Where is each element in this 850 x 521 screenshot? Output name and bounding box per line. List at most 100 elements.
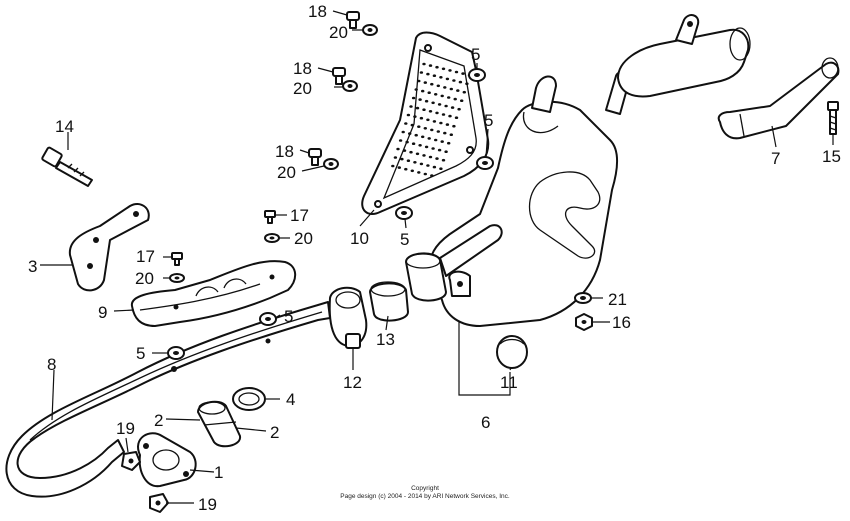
muffler-clamp[interactable] bbox=[328, 286, 368, 349]
perforation-hole bbox=[439, 167, 443, 170]
perforation-hole bbox=[423, 127, 427, 130]
nut-5-top[interactable] bbox=[468, 68, 486, 82]
callout-20d: 20 bbox=[294, 229, 313, 248]
flange-nut-upper[interactable] bbox=[121, 451, 141, 471]
callout-20a: 20 bbox=[329, 23, 348, 42]
muffler-cap[interactable] bbox=[496, 335, 528, 369]
nut-5-shield[interactable] bbox=[395, 206, 413, 220]
nut-5-protector[interactable] bbox=[259, 312, 277, 326]
tail-pipe-bolt[interactable] bbox=[827, 101, 839, 135]
callout-19b: 19 bbox=[198, 495, 217, 514]
perforation-hole bbox=[432, 74, 437, 77]
perforation-hole bbox=[411, 96, 416, 100]
exhaust-gasket[interactable] bbox=[232, 387, 266, 411]
callout-19a: 19 bbox=[116, 419, 135, 438]
washer-protector-upper[interactable] bbox=[264, 233, 280, 243]
washer-protector-lower[interactable] bbox=[169, 273, 185, 283]
perforation-hole bbox=[424, 145, 429, 149]
protector-bolt-upper[interactable] bbox=[264, 210, 276, 224]
perforation-hole bbox=[448, 114, 452, 118]
perforation-hole bbox=[417, 125, 421, 128]
perforation-hole bbox=[398, 139, 403, 142]
exhaust-bracket[interactable] bbox=[68, 202, 150, 292]
perforation-hole bbox=[391, 164, 395, 168]
perforation-hole bbox=[452, 79, 456, 82]
callout-2a: 2 bbox=[154, 411, 163, 430]
callout-13: 13 bbox=[376, 330, 395, 349]
callout-20e: 20 bbox=[135, 269, 154, 288]
copyright-footer: Copyright Page design (c) 2004 - 2014 by… bbox=[340, 485, 510, 500]
perforation-hole bbox=[444, 104, 448, 108]
nut-16[interactable] bbox=[575, 313, 593, 331]
muffler-joint[interactable] bbox=[369, 281, 409, 322]
perforation-hole bbox=[402, 149, 407, 152]
washer-top[interactable] bbox=[362, 24, 378, 36]
perforation-hole bbox=[428, 110, 433, 113]
perforation-hole bbox=[427, 91, 431, 94]
perforation-hole bbox=[462, 90, 466, 94]
washer-21[interactable] bbox=[574, 292, 592, 304]
perforation-hole bbox=[409, 105, 413, 108]
perforation-hole bbox=[456, 89, 460, 92]
nut-5-pipe[interactable] bbox=[167, 346, 185, 360]
perforation-hole bbox=[396, 147, 400, 151]
perforation-hole bbox=[460, 99, 464, 102]
pipe-collars[interactable] bbox=[197, 400, 242, 448]
perforation-hole bbox=[404, 167, 408, 171]
callout-9: 9 bbox=[98, 303, 107, 322]
shield-bolt-mid[interactable] bbox=[332, 67, 346, 85]
bracket-bolt[interactable] bbox=[41, 146, 93, 187]
perforation-hole bbox=[435, 157, 439, 160]
perforation-hole bbox=[413, 161, 417, 164]
callout-7: 7 bbox=[771, 149, 780, 168]
callout-15: 15 bbox=[822, 147, 841, 166]
callout-16: 16 bbox=[612, 313, 631, 332]
exhaust-flange[interactable] bbox=[137, 432, 197, 488]
flange-nut-lower[interactable] bbox=[149, 493, 169, 513]
washer-mid[interactable] bbox=[342, 80, 358, 92]
callout-20b: 20 bbox=[293, 79, 312, 98]
perforation-hole bbox=[448, 69, 452, 72]
perforation-hole bbox=[421, 89, 425, 93]
perforation-hole bbox=[454, 70, 459, 74]
nut-5-right[interactable] bbox=[476, 156, 494, 170]
callout-5a: 5 bbox=[471, 45, 480, 64]
shield-bolt-low[interactable] bbox=[308, 148, 322, 166]
perforation-hole bbox=[419, 116, 424, 120]
callout-2b: 2 bbox=[270, 423, 279, 442]
perforation-hole bbox=[426, 118, 430, 122]
perforation-hole bbox=[418, 98, 422, 101]
callout-18b: 18 bbox=[293, 59, 312, 78]
perforation-hole bbox=[417, 79, 421, 83]
perforation-hole bbox=[426, 164, 430, 167]
callout-18c: 18 bbox=[275, 142, 294, 161]
protector-bolt-lower[interactable] bbox=[171, 252, 183, 266]
exhaust-pipe[interactable] bbox=[5, 301, 331, 498]
callout-3: 3 bbox=[28, 257, 37, 276]
callout-21: 21 bbox=[608, 290, 627, 309]
callout-labels: 1 2 2 3 4 5 5 5 5 5 6 7 8 9 10 11 12 13 … bbox=[28, 2, 841, 514]
perforation-hole bbox=[410, 169, 414, 173]
perforation-hole bbox=[393, 156, 398, 159]
perforation-hole bbox=[440, 94, 444, 98]
tail-pipe[interactable] bbox=[717, 57, 840, 140]
callout-18a: 18 bbox=[308, 2, 327, 21]
perforation-hole bbox=[406, 159, 411, 162]
callout-20c: 20 bbox=[277, 163, 296, 182]
perforation-hole bbox=[436, 84, 440, 88]
perforation-hole bbox=[432, 165, 437, 169]
callout-10: 10 bbox=[350, 229, 369, 248]
copyright-line-1: Copyright bbox=[411, 485, 439, 492]
perforation-hole bbox=[449, 133, 453, 136]
perforation-hole bbox=[434, 138, 438, 142]
perforation-hole bbox=[439, 121, 443, 125]
washer-low[interactable] bbox=[323, 158, 339, 170]
callout-11: 11 bbox=[500, 373, 518, 392]
callout-8: 8 bbox=[47, 355, 56, 374]
perforation-hole bbox=[411, 142, 416, 145]
muffler[interactable] bbox=[405, 14, 751, 327]
pipe-protector[interactable] bbox=[130, 260, 297, 327]
heat-shield[interactable] bbox=[361, 31, 490, 215]
perforation-hole bbox=[453, 97, 457, 101]
shield-bolt-top[interactable] bbox=[346, 11, 360, 29]
